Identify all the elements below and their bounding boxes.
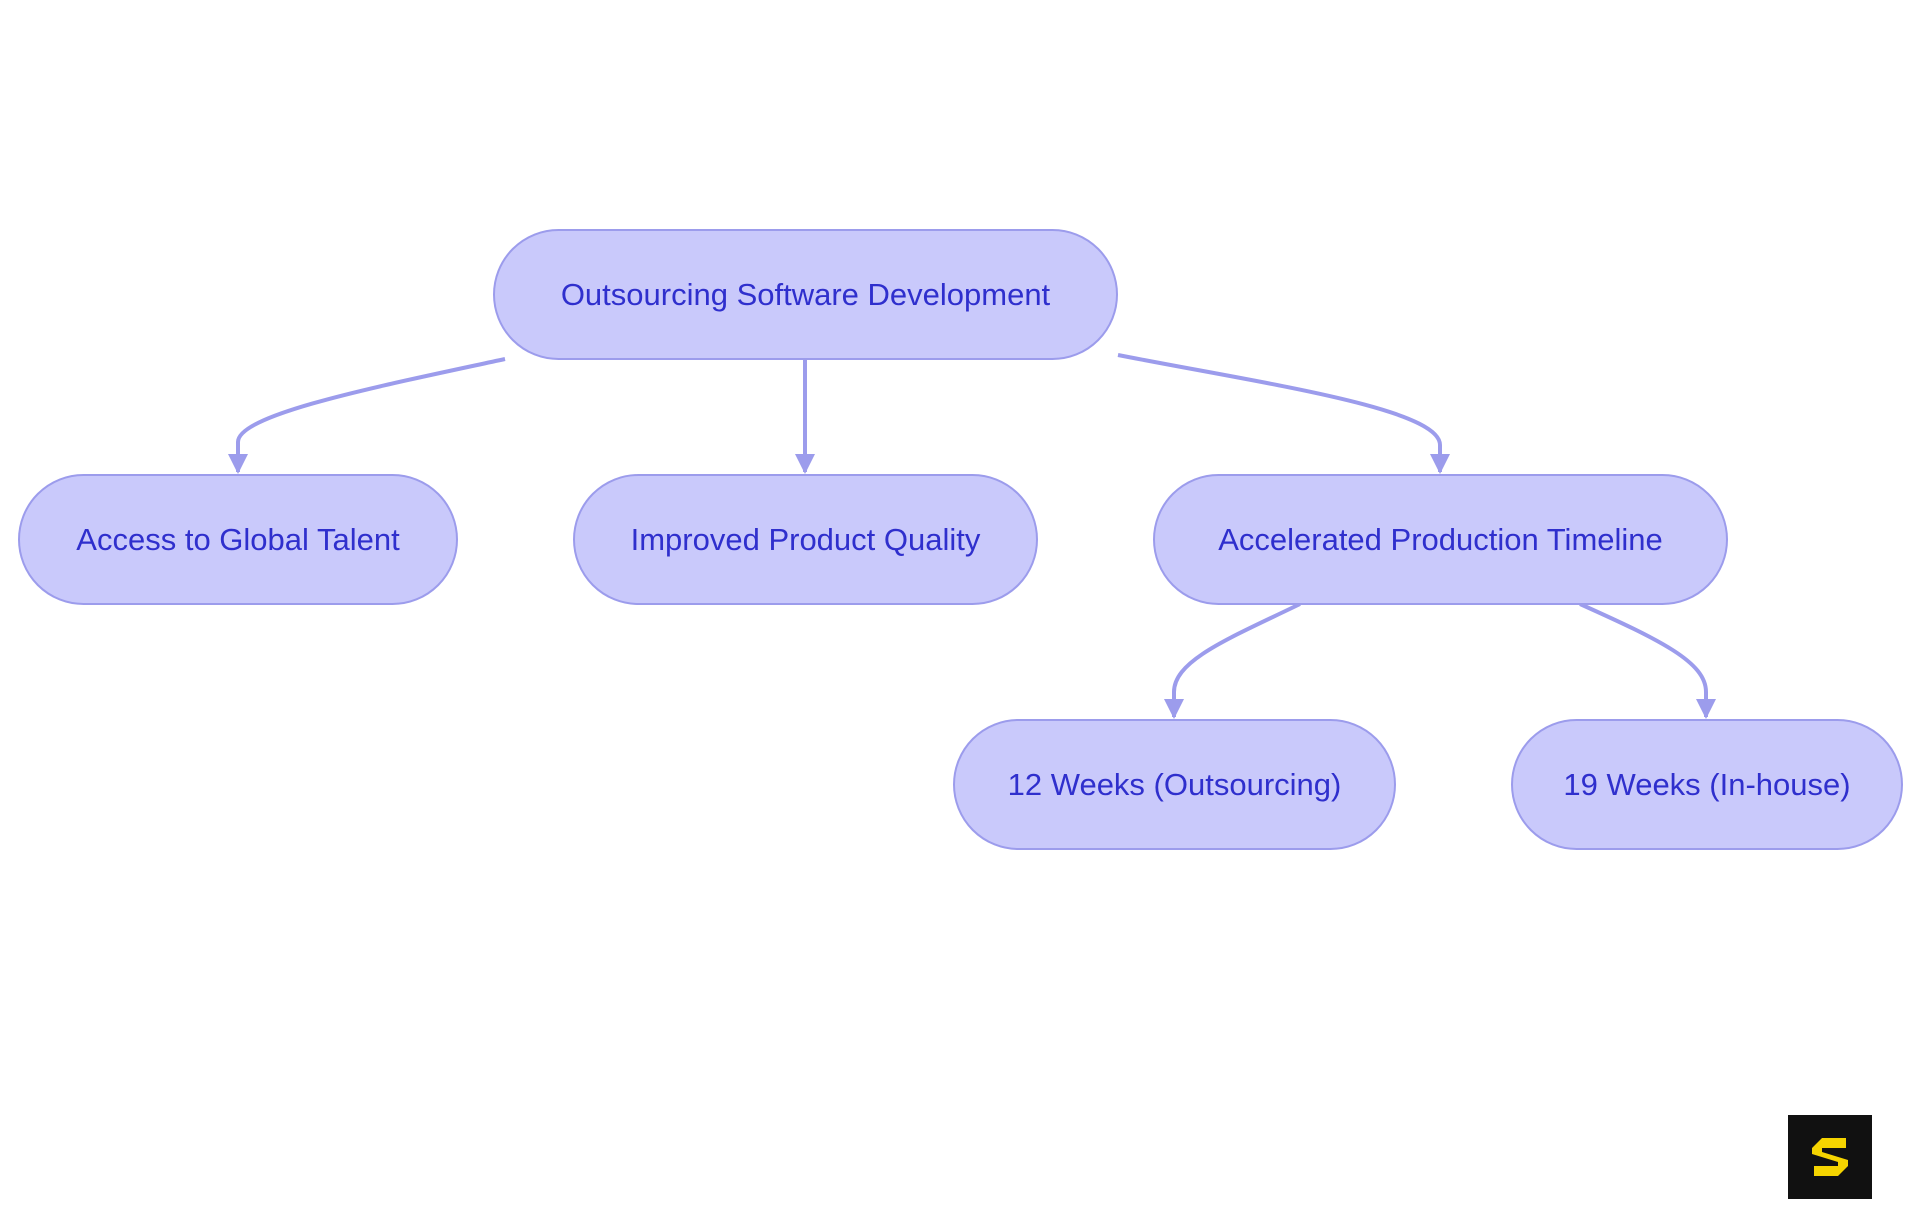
node-improved-product-quality: Improved Product Quality [573,474,1038,605]
s-logo-mark [1812,1138,1848,1176]
node-label: 19 Weeks (In-house) [1563,766,1851,802]
edge-root-to-timeline [1117,353,1450,474]
node-accelerated-production-timeline: Accelerated Production Timeline [1153,474,1728,605]
node-label: Improved Product Quality [630,521,981,557]
s-logo-icon [1788,1115,1872,1199]
node-19-weeks-in-house: 19 Weeks (In-house) [1511,719,1903,850]
node-access-to-global-talent: Access to Global Talent [18,474,458,605]
node-label: 12 Weeks (Outsourcing) [1007,766,1342,802]
node-label: Accelerated Production Timeline [1218,521,1663,557]
node-label: Access to Global Talent [76,521,400,557]
node-outsourcing-software-development: Outsourcing Software Development [493,229,1118,360]
edge-timeline-to-inhouse-weeks [1579,602,1716,719]
node-12-weeks-outsourcing: 12 Weeks (Outsourcing) [953,719,1396,850]
node-label: Outsourcing Software Development [560,276,1051,312]
edge-root-to-talent [228,357,506,474]
edge-timeline-to-outsourcing-weeks [1164,602,1301,719]
